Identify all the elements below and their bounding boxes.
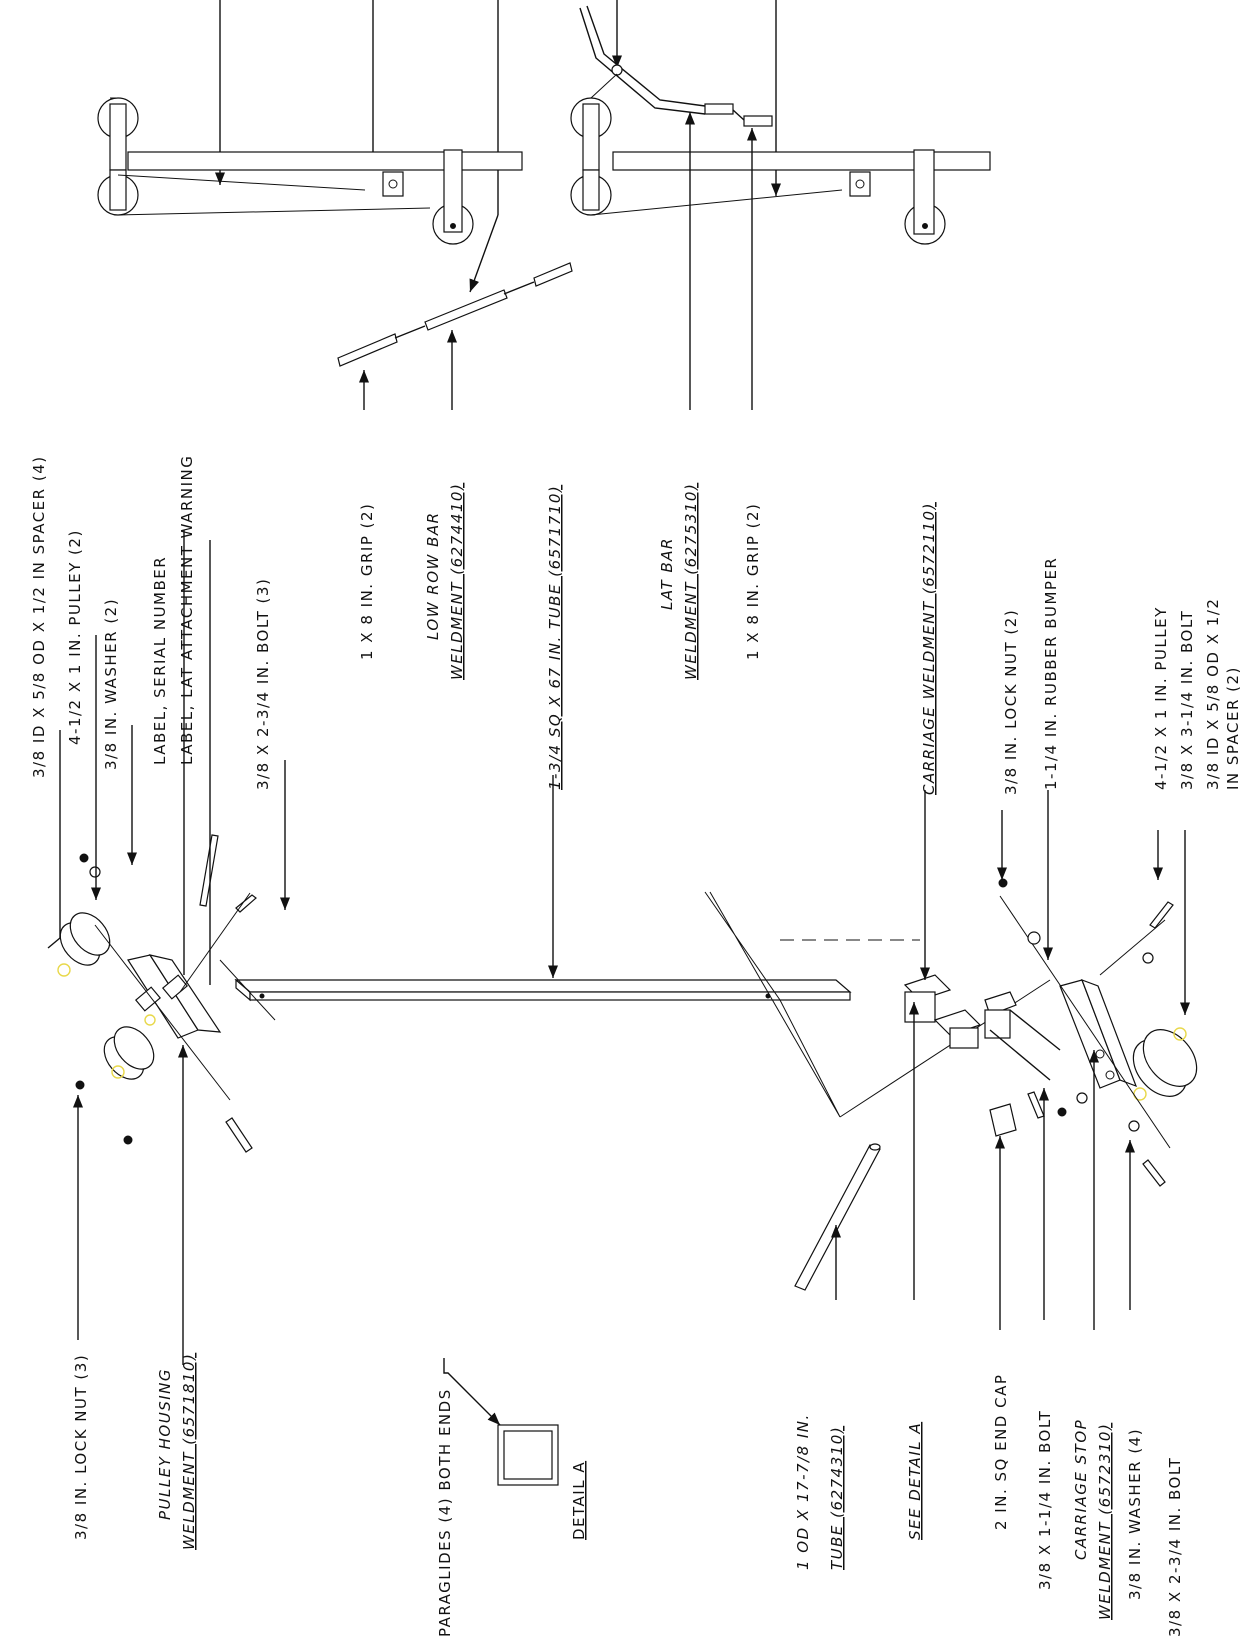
callout-pulley-housing-b: WELDMENT (6571810) [180,1353,198,1550]
lat-bar-subview [570,0,991,245]
callout-bolt-3: 3/8 X 2-3/4 IN. BOLT (3) [254,578,272,790]
callout-bolt-114: 3/8 X 1-1/4 IN. BOLT [1036,1410,1054,1590]
callout-labels: 3/8 ID X 5/8 OD X 1/2 IN SPACER (4) 4-1/… [30,455,1242,1637]
callout-bumper: 1-1/4 IN. RUBBER BUMPER [1042,557,1060,790]
detail-a-view [497,1424,559,1486]
low-row-subview [97,0,573,367]
pulley-housing-icon [127,954,222,1039]
callout-low-row-b: WELDMENT (6274410) [448,483,466,680]
callout-pulley-1: 4-1/2 X 1 IN. PULLEY [1152,606,1170,790]
end-cap-icon [989,1103,1017,1137]
pulley-icon [97,97,474,245]
callout-locknut-3: 3/8 IN. LOCK NUT (3) [72,1354,90,1540]
carriage-stop-icon [1059,978,1138,1089]
bolt-icon [94,834,257,1153]
callout-locknut-2: 3/8 IN. LOCK NUT (2) [1002,609,1020,795]
callout-lat-bar-a: LAT BAR [658,537,676,610]
callout-pulley-2: 4-1/2 X 1 IN. PULLEY (2) [66,529,84,745]
callout-tube-67: 1-3/4 SQ X 67 IN. TUBE (6571710) [546,485,564,790]
callout-carriage-stop-b: WELDMENT (6572310) [1096,1423,1114,1620]
bolt-icon [999,895,1174,1187]
callout-paraglides: PARAGLIDES (4) BOTH ENDS [436,1388,454,1637]
callout-low-row-a: LOW ROW BAR [424,511,442,640]
callout-spacer-4: 3/8 ID X 5/8 OD X 1/2 IN SPACER (4) [30,455,48,778]
callout-end-cap: 2 IN. SQ END CAP [992,1374,1010,1530]
callout-carriage-stop-a: CARRIAGE STOP [1072,1419,1090,1560]
callout-spacer-2a: 3/8 ID X 5/8 OD X 1/2 [1204,598,1222,790]
pulley-icon [570,97,946,245]
callout-see-detail: SEE DETAIL A [906,1422,924,1540]
callout-tube-17-a: 1 OD X 17-7/8 IN. [794,1413,812,1570]
callout-spacer-2b: IN SPACER (2) [1224,666,1242,790]
low-row-bar-icon [337,262,573,367]
callout-bolt-314: 3/8 X 3-1/4 IN. BOLT [1178,610,1196,790]
callout-washer-4: 3/8 IN. WASHER (4) [1126,1428,1144,1600]
pulley-icon [1132,1029,1198,1097]
callout-label-serial: LABEL, SERIAL NUMBER [151,556,169,765]
callout-grip-mid: 1 X 8 IN. GRIP (2) [744,503,762,660]
callout-grip-top: 1 X 8 IN. GRIP (2) [358,503,376,660]
callout-lat-bar-b: WELDMENT (6275310) [682,483,700,680]
lat-bar-icon [579,5,773,127]
callout-pulley-housing-a: PULLEY HOUSING [156,1368,174,1520]
callout-washer-2: 3/8 IN. WASHER (2) [102,598,120,770]
callout-bolt-234: 3/8 X 2-3/4 IN. BOLT [1166,1457,1184,1637]
short-tube-icon [794,1143,881,1291]
long-tube-icon [234,978,852,1002]
callout-detail-a: DETAIL A [570,1461,588,1540]
callout-tube-17-b: TUBE (6274310) [828,1426,846,1570]
callout-carriage: CARRIAGE WELDMENT (6572110) [920,502,938,795]
callout-label-lat: LABEL, LAT ATTACHMENT WARNING [178,455,196,765]
pulley-icon [59,912,155,1080]
main-assembly [47,112,1198,1426]
carriage-weldment-icon [903,974,1061,1081]
